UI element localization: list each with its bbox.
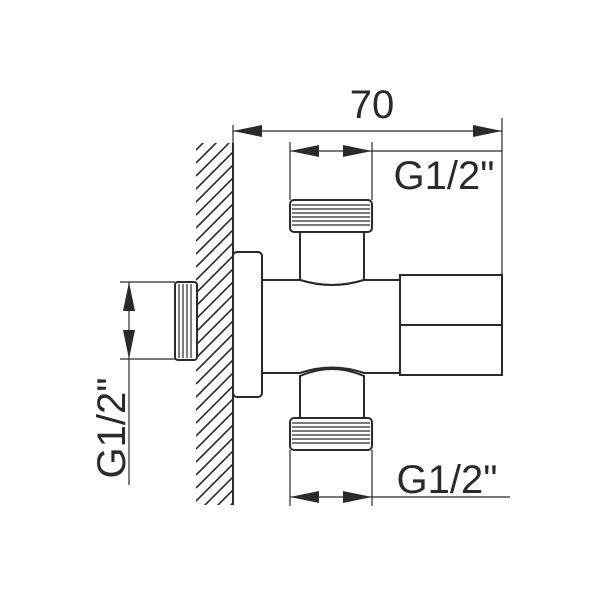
inlet-thread-label: G1/2" [90, 378, 134, 479]
arrowhead-top-right [343, 145, 372, 157]
hatch-line [196, 189, 233, 229]
bottom-outlet-thread [289, 417, 373, 451]
inlet-thread-dimension: G1/2" [90, 281, 175, 485]
inlet-thread [174, 281, 198, 361]
hatch-line [196, 280, 233, 320]
valve-body [261, 279, 401, 374]
arrowhead-right [473, 125, 502, 137]
hatch-line [196, 306, 233, 346]
hatch-line [196, 384, 233, 424]
wall-hatching [196, 143, 236, 553]
bottom-thread-lines [292, 422, 370, 444]
hatch-line [196, 513, 236, 553]
hatch-line [196, 176, 233, 216]
overall-length-label: 70 [350, 83, 395, 127]
hatch-line [196, 150, 233, 190]
hatch-line [196, 143, 205, 151]
hatch-line [196, 228, 233, 268]
top-outlet-neck [299, 231, 365, 286]
hatch-line [196, 254, 233, 294]
hatch-line [196, 410, 233, 450]
top-thread-lines [292, 204, 370, 226]
bottom-outlet-neck [299, 368, 365, 419]
hatch-line [196, 358, 233, 398]
hatch-line [229, 501, 233, 505]
hatch-line [196, 449, 233, 489]
hatch-line [196, 215, 233, 255]
hatch-line [216, 488, 233, 505]
arrowhead-top-left [290, 145, 319, 157]
hatch-line [196, 371, 233, 411]
hatch-line [196, 332, 233, 372]
arrowhead-left [233, 125, 262, 137]
overall-length-dimension: 70 [232, 83, 503, 275]
hatch-line [196, 241, 233, 281]
arrowhead-inlet-top [123, 282, 135, 311]
hatch-line [196, 397, 233, 437]
top-thread-dimension: G1/2" [289, 142, 502, 200]
hatch-line [196, 143, 218, 164]
top-outlet-thread [289, 199, 373, 233]
inlet-thread-lines [178, 284, 192, 358]
hatch-line [196, 423, 233, 463]
hatch-line [196, 143, 231, 177]
hatch-line [196, 267, 233, 307]
hatch-line [203, 475, 233, 505]
hatch-line [196, 319, 233, 359]
arrowhead-inlet-bottom [123, 330, 135, 359]
hatch-line [196, 345, 233, 385]
bottom-thread-label: G1/2" [397, 458, 498, 502]
hatch-line [196, 163, 233, 203]
hatch-line [196, 293, 233, 333]
top-thread-label: G1/2" [394, 154, 495, 198]
hatch-line [196, 436, 233, 476]
arrowhead-bottom-right [343, 491, 372, 503]
hatch-line [196, 462, 233, 502]
hatch-line [196, 202, 233, 242]
bottom-thread-dimension: G1/2" [289, 450, 510, 506]
wall-flange [232, 251, 263, 398]
arrowhead-bottom-left [290, 491, 319, 503]
